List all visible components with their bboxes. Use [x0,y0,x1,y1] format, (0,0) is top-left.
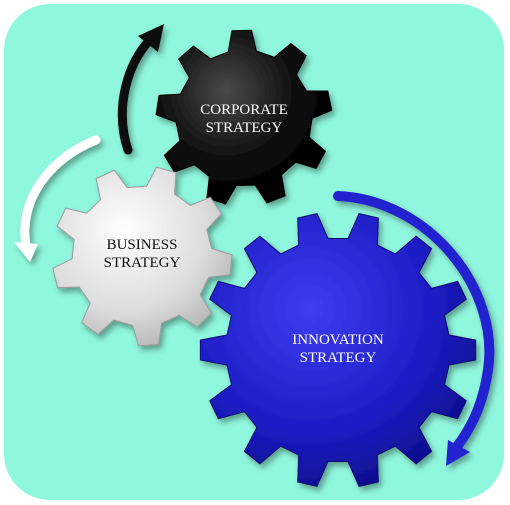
corporate-strategy-gear: CORPORATE STRATEGY [155,29,333,205]
corporate-label-line-2: STRATEGY [206,120,283,136]
blue-cycle-arrow [333,191,495,466]
business-label-line-1: BUSINESS [107,237,178,253]
black-cycle-arrow [117,24,164,155]
white-cycle-arrow [14,135,101,262]
innovation-strategy-gear: INNOVATION STRATEGY [199,213,477,487]
innovation-label-line-1: INNOVATION [292,332,384,348]
business-strategy-gear: BUSINESS STRATEGY [52,166,233,347]
business-label-line-2: STRATEGY [104,255,181,271]
innovation-label-line-2: STRATEGY [300,350,377,366]
corporate-label-line-1: CORPORATE [200,102,288,118]
